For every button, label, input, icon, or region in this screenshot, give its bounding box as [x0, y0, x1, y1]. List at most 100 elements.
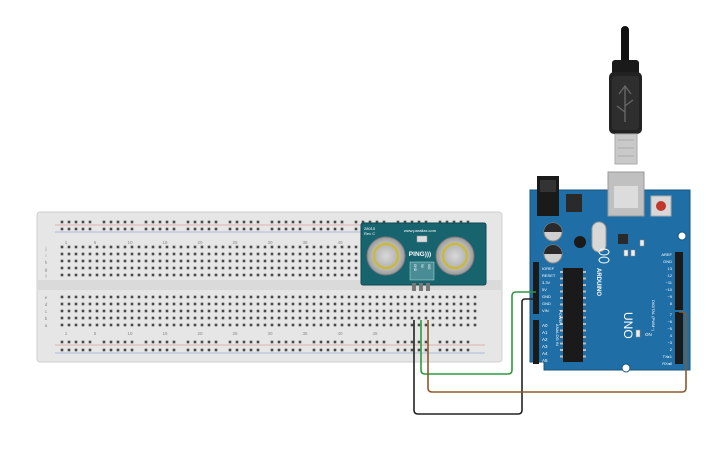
breadboard-hole[interactable] — [466, 309, 470, 313]
breadboard-hole[interactable] — [81, 259, 85, 263]
breadboard-hole[interactable] — [249, 266, 253, 270]
breadboard-hole[interactable] — [256, 316, 260, 320]
breadboard-hole[interactable] — [354, 273, 358, 277]
breadboard-hole[interactable] — [354, 220, 358, 224]
breadboard-hole[interactable] — [256, 273, 260, 277]
breadboard-hole[interactable] — [333, 245, 337, 249]
breadboard-hole[interactable] — [200, 340, 204, 344]
breadboard-hole[interactable] — [284, 220, 288, 224]
breadboard-hole[interactable] — [116, 316, 120, 320]
breadboard-hole[interactable] — [207, 340, 211, 344]
breadboard-hole[interactable] — [354, 252, 358, 256]
breadboard-hole[interactable] — [214, 295, 218, 299]
breadboard-hole[interactable] — [410, 220, 414, 224]
breadboard-hole[interactable] — [60, 259, 64, 263]
breadboard-hole[interactable] — [438, 295, 442, 299]
breadboard-hole[interactable] — [270, 340, 274, 344]
breadboard-hole[interactable] — [123, 259, 127, 263]
breadboard-hole[interactable] — [263, 245, 267, 249]
breadboard-hole[interactable] — [277, 266, 281, 270]
breadboard-hole[interactable] — [165, 302, 169, 306]
breadboard-hole[interactable] — [284, 259, 288, 263]
breadboard-hole[interactable] — [242, 309, 246, 313]
breadboard-hole[interactable] — [410, 316, 414, 320]
breadboard-hole[interactable] — [347, 273, 351, 277]
breadboard-hole[interactable] — [172, 348, 176, 352]
breadboard-hole[interactable] — [221, 295, 225, 299]
breadboard-hole[interactable] — [403, 316, 407, 320]
breadboard-hole[interactable] — [88, 340, 92, 344]
breadboard-hole[interactable] — [60, 273, 64, 277]
breadboard-hole[interactable] — [340, 316, 344, 320]
breadboard-hole[interactable] — [207, 348, 211, 352]
breadboard-hole[interactable] — [123, 273, 127, 277]
breadboard-hole[interactable] — [102, 348, 106, 352]
breadboard-hole[interactable] — [207, 252, 211, 256]
breadboard-hole[interactable] — [277, 259, 281, 263]
breadboard-hole[interactable] — [207, 316, 211, 320]
breadboard-hole[interactable] — [193, 259, 197, 263]
breadboard-hole[interactable] — [249, 220, 253, 224]
breadboard-hole[interactable] — [319, 266, 323, 270]
breadboard-hole[interactable] — [88, 245, 92, 249]
breadboard-hole[interactable] — [172, 323, 176, 327]
breadboard-hole[interactable] — [235, 302, 239, 306]
breadboard-hole[interactable] — [151, 220, 155, 224]
breadboard-hole[interactable] — [116, 323, 120, 327]
breadboard-hole[interactable] — [452, 323, 456, 327]
breadboard-hole[interactable] — [333, 348, 337, 352]
breadboard-hole[interactable] — [81, 220, 85, 224]
breadboard-hole[interactable] — [312, 316, 316, 320]
breadboard-hole[interactable] — [116, 259, 120, 263]
breadboard-hole[interactable] — [305, 295, 309, 299]
breadboard-hole[interactable] — [298, 259, 302, 263]
breadboard-hole[interactable] — [102, 309, 106, 313]
breadboard-hole[interactable] — [466, 340, 470, 344]
breadboard-hole[interactable] — [158, 252, 162, 256]
breadboard-hole[interactable] — [445, 302, 449, 306]
breadboard-hole[interactable] — [214, 302, 218, 306]
breadboard-hole[interactable] — [172, 252, 176, 256]
breadboard-hole[interactable] — [81, 245, 85, 249]
breadboard-hole[interactable] — [312, 309, 316, 313]
breadboard-hole[interactable] — [242, 220, 246, 224]
breadboard-hole[interactable] — [417, 295, 421, 299]
breadboard-hole[interactable] — [158, 259, 162, 263]
breadboard-hole[interactable] — [67, 245, 71, 249]
breadboard-hole[interactable] — [375, 323, 379, 327]
breadboard-hole[interactable] — [410, 302, 414, 306]
breadboard-hole[interactable] — [354, 316, 358, 320]
breadboard-hole[interactable] — [60, 266, 64, 270]
breadboard-hole[interactable] — [361, 220, 365, 224]
breadboard-hole[interactable] — [326, 302, 330, 306]
breadboard-hole[interactable] — [158, 309, 162, 313]
breadboard-hole[interactable] — [396, 323, 400, 327]
breadboard-hole[interactable] — [333, 316, 337, 320]
breadboard-hole[interactable] — [249, 340, 253, 344]
breadboard-hole[interactable] — [284, 323, 288, 327]
breadboard-hole[interactable] — [235, 220, 239, 224]
breadboard-hole[interactable] — [382, 316, 386, 320]
breadboard-hole[interactable] — [137, 259, 141, 263]
breadboard-hole[interactable] — [116, 309, 120, 313]
breadboard-hole[interactable] — [151, 295, 155, 299]
analog-header[interactable] — [533, 320, 539, 364]
breadboard-hole[interactable] — [130, 309, 134, 313]
breadboard-hole[interactable] — [81, 302, 85, 306]
breadboard-hole[interactable] — [74, 245, 78, 249]
breadboard-hole[interactable] — [333, 323, 337, 327]
breadboard-hole[interactable] — [228, 252, 232, 256]
breadboard-hole[interactable] — [242, 259, 246, 263]
breadboard-hole[interactable] — [74, 273, 78, 277]
breadboard-hole[interactable] — [256, 302, 260, 306]
breadboard-hole[interactable] — [312, 295, 316, 299]
breadboard-hole[interactable] — [424, 220, 428, 224]
breadboard-hole[interactable] — [137, 273, 141, 277]
breadboard-hole[interactable] — [172, 340, 176, 344]
breadboard-hole[interactable] — [459, 323, 463, 327]
breadboard-hole[interactable] — [319, 259, 323, 263]
breadboard-hole[interactable] — [144, 316, 148, 320]
breadboard-hole[interactable] — [333, 227, 337, 231]
breadboard-hole[interactable] — [74, 316, 78, 320]
breadboard-hole[interactable] — [305, 309, 309, 313]
